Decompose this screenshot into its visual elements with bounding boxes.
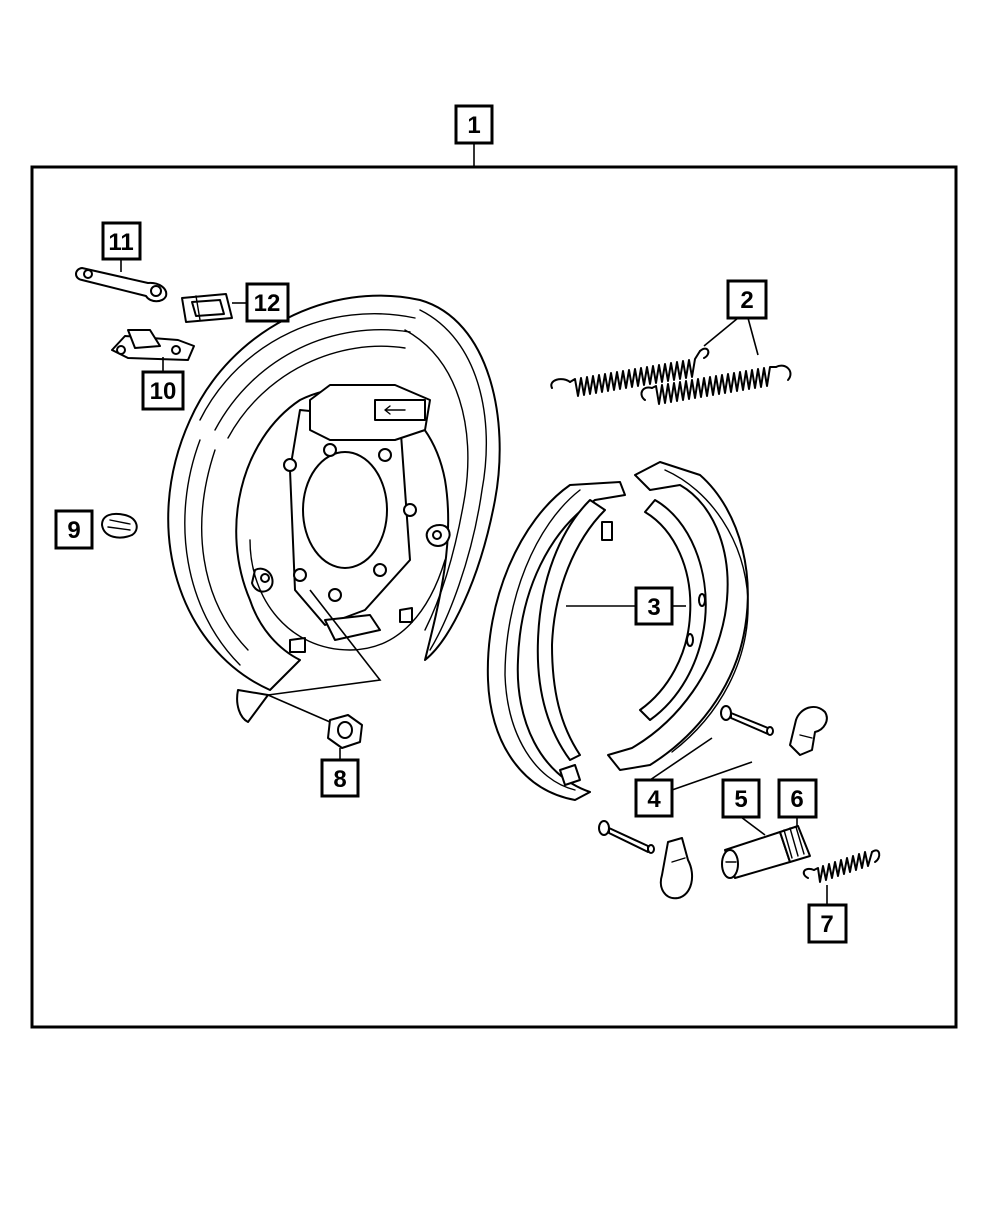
part-10-clip: [111, 329, 195, 361]
svg-text:12: 12: [254, 290, 281, 317]
svg-text:2: 2: [740, 287, 753, 314]
callout-5[interactable]: 5: [721, 778, 766, 836]
svg-text:8: 8: [333, 766, 346, 793]
part-8-nut: [267, 589, 382, 749]
part-6-star-wheel: [779, 825, 811, 863]
callout-6[interactable]: 6: [777, 778, 818, 826]
svg-text:3: 3: [647, 594, 660, 621]
assembly-frame: [30, 165, 958, 1029]
svg-text:4: 4: [647, 786, 661, 813]
callout-11[interactable]: 11: [101, 221, 142, 272]
svg-text:6: 6: [790, 786, 803, 813]
backing-plate: [167, 294, 501, 723]
part-4-hold-down-hardware: [598, 705, 828, 900]
part-7-spring: [802, 849, 881, 883]
callout-10[interactable]: 10: [141, 357, 185, 411]
callout-7[interactable]: 7: [807, 885, 848, 944]
callout-8[interactable]: 8: [320, 748, 360, 798]
callout-4[interactable]: 4: [634, 737, 753, 818]
part-5-adjuster: [721, 831, 791, 879]
part-2-springs: [550, 347, 792, 405]
callout-1[interactable]: 1: [454, 104, 494, 167]
svg-text:11: 11: [108, 229, 133, 256]
svg-text:10: 10: [150, 378, 177, 405]
svg-text:7: 7: [820, 911, 833, 938]
callout-2[interactable]: 2: [703, 279, 768, 356]
callout-3[interactable]: 3: [566, 586, 686, 626]
callout-12[interactable]: 12: [232, 282, 290, 323]
part-11-lever: [75, 267, 168, 303]
svg-text:5: 5: [734, 786, 747, 813]
part-9-plug: [101, 512, 138, 539]
svg-text:1: 1: [467, 112, 480, 139]
svg-text:9: 9: [67, 517, 80, 544]
part-3-brake-shoes: [486, 461, 749, 801]
part-12-grommet: [181, 293, 233, 323]
callout-9[interactable]: 9: [54, 509, 94, 550]
